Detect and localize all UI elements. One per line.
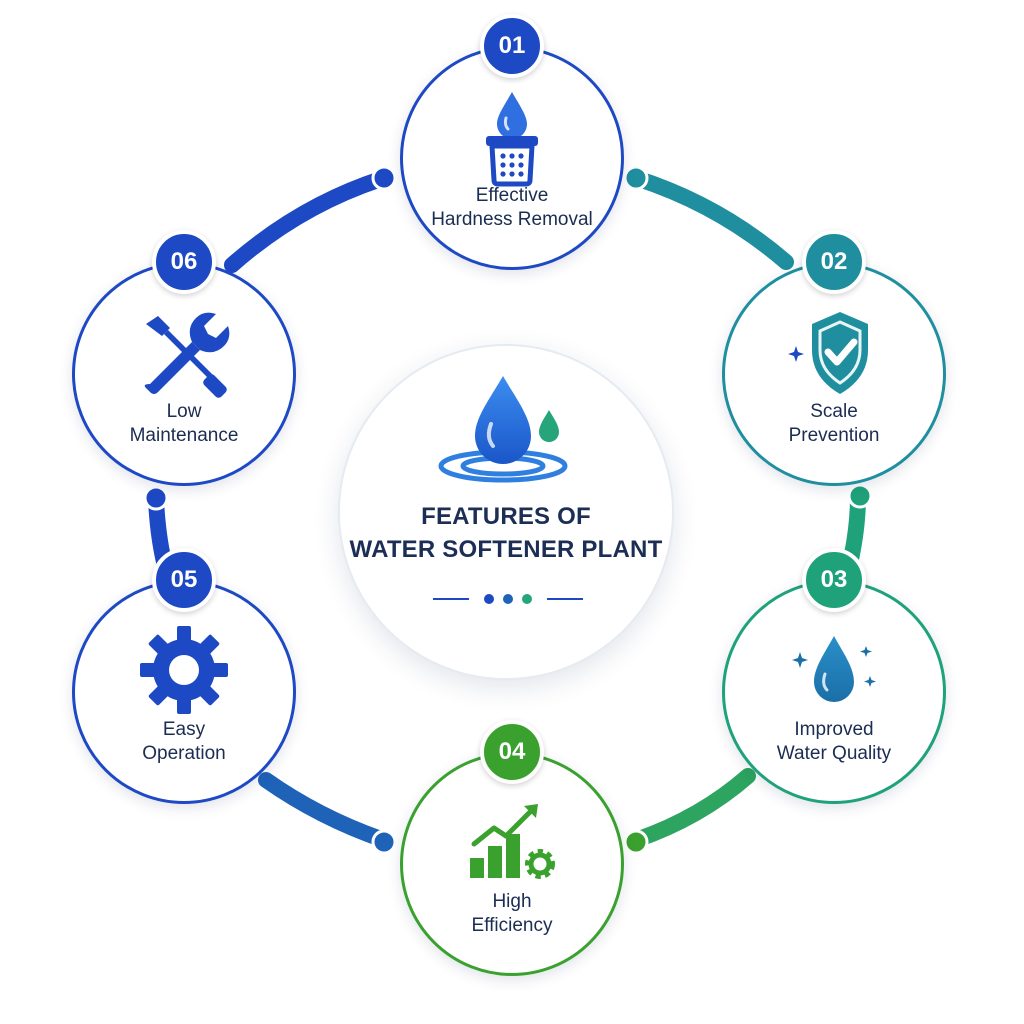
step-number-badge: 05 <box>152 548 216 612</box>
feature-label-line2: Prevention <box>788 425 880 446</box>
step-number-badge: 06 <box>152 230 216 294</box>
feature-label-line2: Operation <box>142 743 226 764</box>
feature-item-02: 02 Scale Prevention <box>722 230 946 486</box>
feature-label: Low Maintenance <box>90 400 278 448</box>
connector-node <box>371 165 397 191</box>
connector-arc-01-02 <box>628 170 794 270</box>
feature-label-line1: Effective <box>475 185 549 206</box>
connector-node <box>847 483 873 509</box>
center-hub: FEATURES OF WATER SOFTENER PLANT <box>338 344 674 680</box>
feature-label-line1: Improved <box>794 719 874 740</box>
step-number-badge: 03 <box>802 548 866 612</box>
diagram-title-line1: FEATURES OF <box>421 503 591 530</box>
step-number-badge: 01 <box>480 14 544 78</box>
diagram-title-line2: WATER SOFTENER PLANT <box>349 536 663 563</box>
feature-label-line1: Low <box>166 401 202 422</box>
step-number-badge: 02 <box>802 230 866 294</box>
connector-arc-06-01 <box>224 170 392 273</box>
feature-label-line2: Efficiency <box>471 915 553 936</box>
connector-node <box>371 829 397 855</box>
connector-node <box>623 165 649 191</box>
feature-label: Effective Hardness Removal <box>418 184 606 232</box>
growth-chart-gear-icon <box>470 804 555 879</box>
water-drop-ripple-icon <box>438 376 568 483</box>
sparkle-drop-icon <box>792 636 876 702</box>
connector-node <box>143 485 169 511</box>
shield-check-icon <box>788 312 868 394</box>
feature-label: Improved Water Quality <box>740 718 928 766</box>
feature-item-03: 03 Improved Water Quality <box>722 548 946 804</box>
feature-item-05: 05 Easy Operation <box>72 548 296 804</box>
feature-item-06: 06 Low Maintenance <box>72 230 296 486</box>
connector-node <box>623 829 649 855</box>
feature-label-line2: Water Quality <box>776 743 892 764</box>
feature-label: High Efficiency <box>418 890 606 938</box>
feature-label-line1: Easy <box>162 719 206 740</box>
gear-icon <box>140 626 228 714</box>
wrench-screwdriver-icon <box>144 312 230 398</box>
feature-label-line2: Hardness Removal <box>431 209 593 230</box>
feature-label-line1: High <box>492 891 532 912</box>
decorative-divider <box>433 594 583 604</box>
feature-label-line2: Maintenance <box>129 425 239 446</box>
diagram-title: FEATURES OF WATER SOFTENER PLANT <box>340 500 672 566</box>
feature-label: Easy Operation <box>90 718 278 766</box>
drop-filter-icon <box>486 92 538 187</box>
connector-arc-03-04 <box>628 768 756 848</box>
feature-item-01: 01 Effective Hardness Removal <box>400 14 624 270</box>
feature-item-04: 04 High Efficiency <box>400 720 624 976</box>
feature-label: Scale Prevention <box>740 400 928 448</box>
connector-arc-04-05 <box>258 772 392 848</box>
step-number-badge: 04 <box>480 720 544 784</box>
feature-label-line1: Scale <box>810 401 858 422</box>
